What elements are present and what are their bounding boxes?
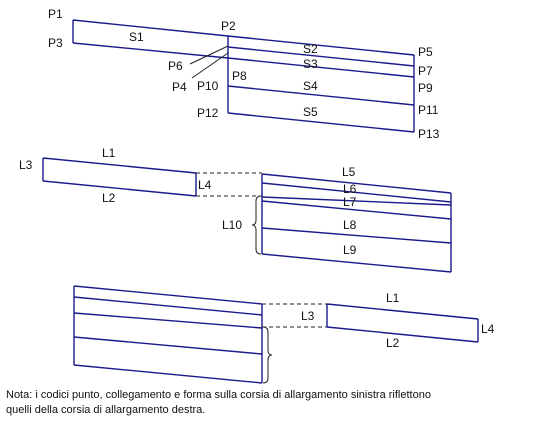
shape-label-s3: S3 [303,57,318,71]
link-label-l3: L3 [19,158,33,172]
l9-divider [261,227,452,244]
s3-s4-divider [227,57,415,78]
shape-label-s4: S4 [303,79,318,93]
point-label-p1: P1 [48,7,63,21]
mirror-l3-connector [262,303,327,328]
point-label-p11: P11 [418,103,439,117]
mirror-divider-2 [73,312,263,329]
mirror-link-label-l2: L2 [386,336,400,350]
link-label-l1: L1 [102,146,116,160]
link-label-l10: L10 [222,218,242,232]
link-label-l8: L8 [343,218,357,232]
link-label-l6: L6 [343,182,357,196]
l6-divider [261,182,452,203]
footnote-line-1: Nota: i codici punto, collegamento e for… [6,389,431,401]
left-lane-bottom-edge [42,180,197,197]
mirror-divider-1 [73,296,263,316]
shape-label-s2: S2 [303,42,318,56]
left-lane-top-edge [42,157,197,174]
mirror-link-label-l3: L3 [301,309,315,323]
point-label-p3: P3 [48,36,63,50]
link-label-l2: L2 [102,191,116,205]
link-label-l7: L7 [343,195,357,209]
diagram-links [42,157,452,273]
point-leaders [189,45,229,79]
point-label-p13: P13 [418,127,440,141]
l7-divider [261,196,452,206]
diagram-points-shapes [72,19,415,133]
l10-brace [251,195,262,255]
mirror-wide-top-edge [73,285,263,305]
point-label-p5: P5 [418,45,433,59]
point-label-p6: P6 [168,59,183,73]
mirror-divider-3 [73,336,263,355]
s4-s5-divider [227,85,415,106]
mirror-wide-bottom-edge [73,364,263,384]
footnote-line-2: quelli della corsia di allargamento dest… [6,404,206,416]
p6-leader [189,45,229,65]
shape-label-s5: S5 [303,105,318,119]
right-lane-bottom-edge [261,253,452,273]
footnote: Nota: i codici punto, collegamento e for… [6,388,536,418]
l8-divider [261,200,452,220]
point-label-p9: P9 [418,81,433,95]
mirror-link-label-l1: L1 [386,291,400,305]
mirror-narrow-bottom-edge [326,326,479,343]
shape-label-s1: S1 [129,30,144,44]
mirror-brace [262,326,273,384]
link-label-l9: L9 [343,243,357,257]
link-label-l4: L4 [198,178,212,192]
mirror-link-label-l4: L4 [481,322,495,336]
p4-leader [191,52,229,79]
point-label-p4: P4 [172,80,187,94]
s1-top-edge [72,19,229,37]
point-label-p8: P8 [232,69,247,83]
point-label-p7: P7 [418,64,433,78]
s1-bottom-edge [72,42,229,59]
point-label-p10: P10 [197,79,219,93]
l4-connector [196,172,262,197]
lane-bottom-edge [227,112,415,133]
s2-s3-divider [227,46,415,67]
point-label-p2: P2 [221,19,236,33]
right-lane-top-edge [261,173,452,194]
lane-top-edge [227,35,415,56]
mirror-narrow-top-edge [326,303,479,320]
diagram-mirror [73,285,479,384]
point-label-p12: P12 [197,106,219,120]
link-label-l5: L5 [342,165,356,179]
